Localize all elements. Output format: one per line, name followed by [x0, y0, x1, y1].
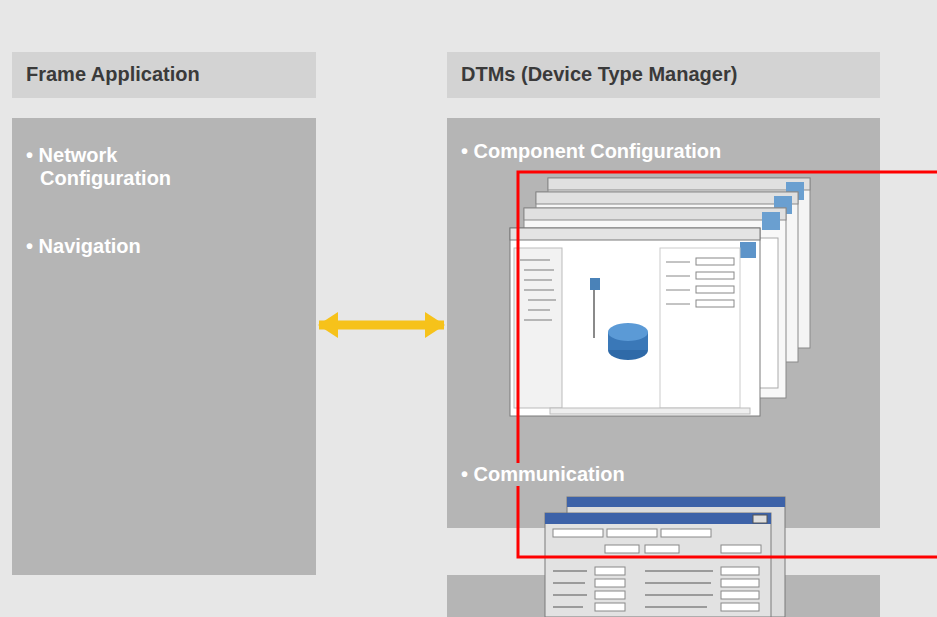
header-title: DTMs (Device Type Manager): [461, 62, 737, 86]
window-stack: [510, 178, 810, 416]
double-arrow: [319, 321, 444, 330]
panel-box: Frame Application • Network Configuration…: [12, 52, 316, 575]
header-title: Frame Application: [26, 62, 200, 86]
bullet-item: • Navigation: [26, 235, 300, 258]
highlight-frame: [518, 172, 937, 557]
bullet-item: • Component Configuration: [461, 140, 839, 163]
bullet-item: • Communication: [461, 463, 739, 486]
bullet-item: • Network Configuration: [26, 144, 240, 190]
